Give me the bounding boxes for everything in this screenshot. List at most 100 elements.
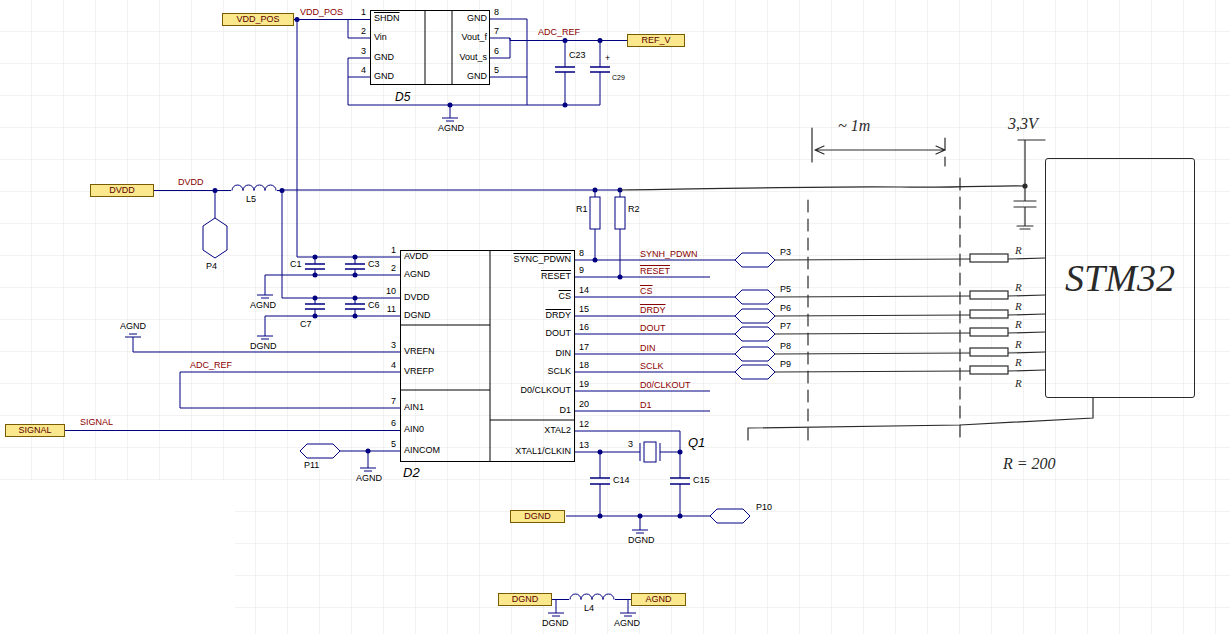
hand-drawn-resistor [970,366,1008,374]
junction-dot [353,296,358,301]
wire-connector [154,191,400,299]
pin-number: 18 [579,361,589,370]
wire [133,19,735,613]
net-label: DOUT [640,324,666,333]
pin-number: 2 [391,264,396,273]
pin-number: 12 [579,420,589,429]
resistor-label: R [1014,245,1023,256]
junction-dot [563,38,568,43]
wire-connector [490,38,627,41]
ground-symbol [125,334,141,337]
wire [265,257,400,295]
pin-name: GND [374,72,394,81]
pin-number: 1 [391,246,396,255]
net-label: SYNH_PDWN [640,250,698,259]
hand-drawn-resistor [970,254,1008,262]
net-name: AGND [645,595,671,604]
net-label: DRDY [640,306,666,315]
pin-name: GND [467,14,487,23]
junction-dot [213,188,218,193]
hand-drawn-resistor [970,291,1008,299]
pin-number: 6 [494,47,499,56]
pin-number: 4 [361,66,366,75]
pin-name: AINCOM [404,446,440,455]
wire [556,599,628,613]
ground-symbol [632,530,648,533]
port-symbol [203,218,775,523]
capacitor-symbol [305,264,365,269]
port-symbol [300,444,340,458]
ground-symbol [125,118,648,616]
pin-name: DIN [556,349,572,358]
part-label: DGND [542,619,569,628]
part-label: Q1 [688,436,705,449]
pin-name: SYNC_PDWN [513,255,571,264]
pin-number: 17 [579,343,589,352]
part-label: AGND [356,474,382,483]
junction-dot [563,103,568,108]
wire [265,298,400,336]
net-name: VDD_POS [236,15,279,24]
net-label: D1 [640,401,652,410]
hand-drawn-wire [620,128,1093,445]
net-flag: DVDD [90,184,154,197]
net-name: DVDD [109,186,135,195]
inductor-symbol [232,185,276,191]
hand-drawn-wire [620,186,1025,190]
resistor-label: R [1014,378,1023,389]
pin-number: 14 [579,286,589,295]
resistor-label: R [1014,282,1023,293]
part-label: P3 [780,248,791,257]
wire [566,431,710,530]
port-symbol [735,309,775,323]
pin-name: AGND [404,270,430,279]
port-symbol [735,327,775,341]
pin-number: 5 [494,66,499,75]
ic-divider [425,10,452,85]
net-label: SIGNAL [80,418,113,427]
pin-name: VREFP [404,367,434,376]
wire-connector [294,19,370,20]
port-symbol [735,290,775,304]
handwritten-note: ~ 1m [838,118,870,134]
part-label: C29 [612,74,625,81]
pin-name: AIN0 [404,425,424,434]
part-label: AGND [120,322,146,331]
pin-number: 4 [391,361,396,370]
junction-dot [678,450,683,455]
net-flag: SIGNAL [5,424,65,437]
junction-dot [638,514,643,519]
resistor-label: R [1014,319,1023,330]
junction-dot [593,188,598,193]
junction-dot [313,273,318,278]
handwritten-note: 3,3V [1008,116,1038,132]
pin-number: 8 [494,8,499,17]
pin-number: 3 [361,47,366,56]
part-label: C23 [569,51,586,60]
wire-connector [65,430,400,431]
pin-name: Vout_f [461,33,487,42]
pin-name: DVDD [404,293,430,302]
port-symbol [735,253,775,267]
wire [215,190,620,277]
part-label: R1 [576,205,588,214]
pin-number: 13 [579,441,589,450]
part-label: L5 [246,195,256,204]
capacitor-symbol [590,67,610,72]
inductor-symbol [231,185,615,601]
junction-dot [598,450,603,455]
part-label: P4 [206,262,217,271]
port-symbol [710,509,750,523]
pin-number: 3 [391,341,396,350]
capacitor-symbol [555,67,575,72]
net-flag: DGND [510,510,565,523]
pin-number: 7 [391,397,396,406]
junction-dot [353,255,358,260]
junction-dot [598,38,603,43]
pin-name: XTAL1/CLKIN [515,447,571,456]
net-label: ADC_REF [538,28,580,37]
ic-divider [400,250,575,462]
junction-dot [593,258,598,263]
pin-number: 9 [579,266,584,275]
